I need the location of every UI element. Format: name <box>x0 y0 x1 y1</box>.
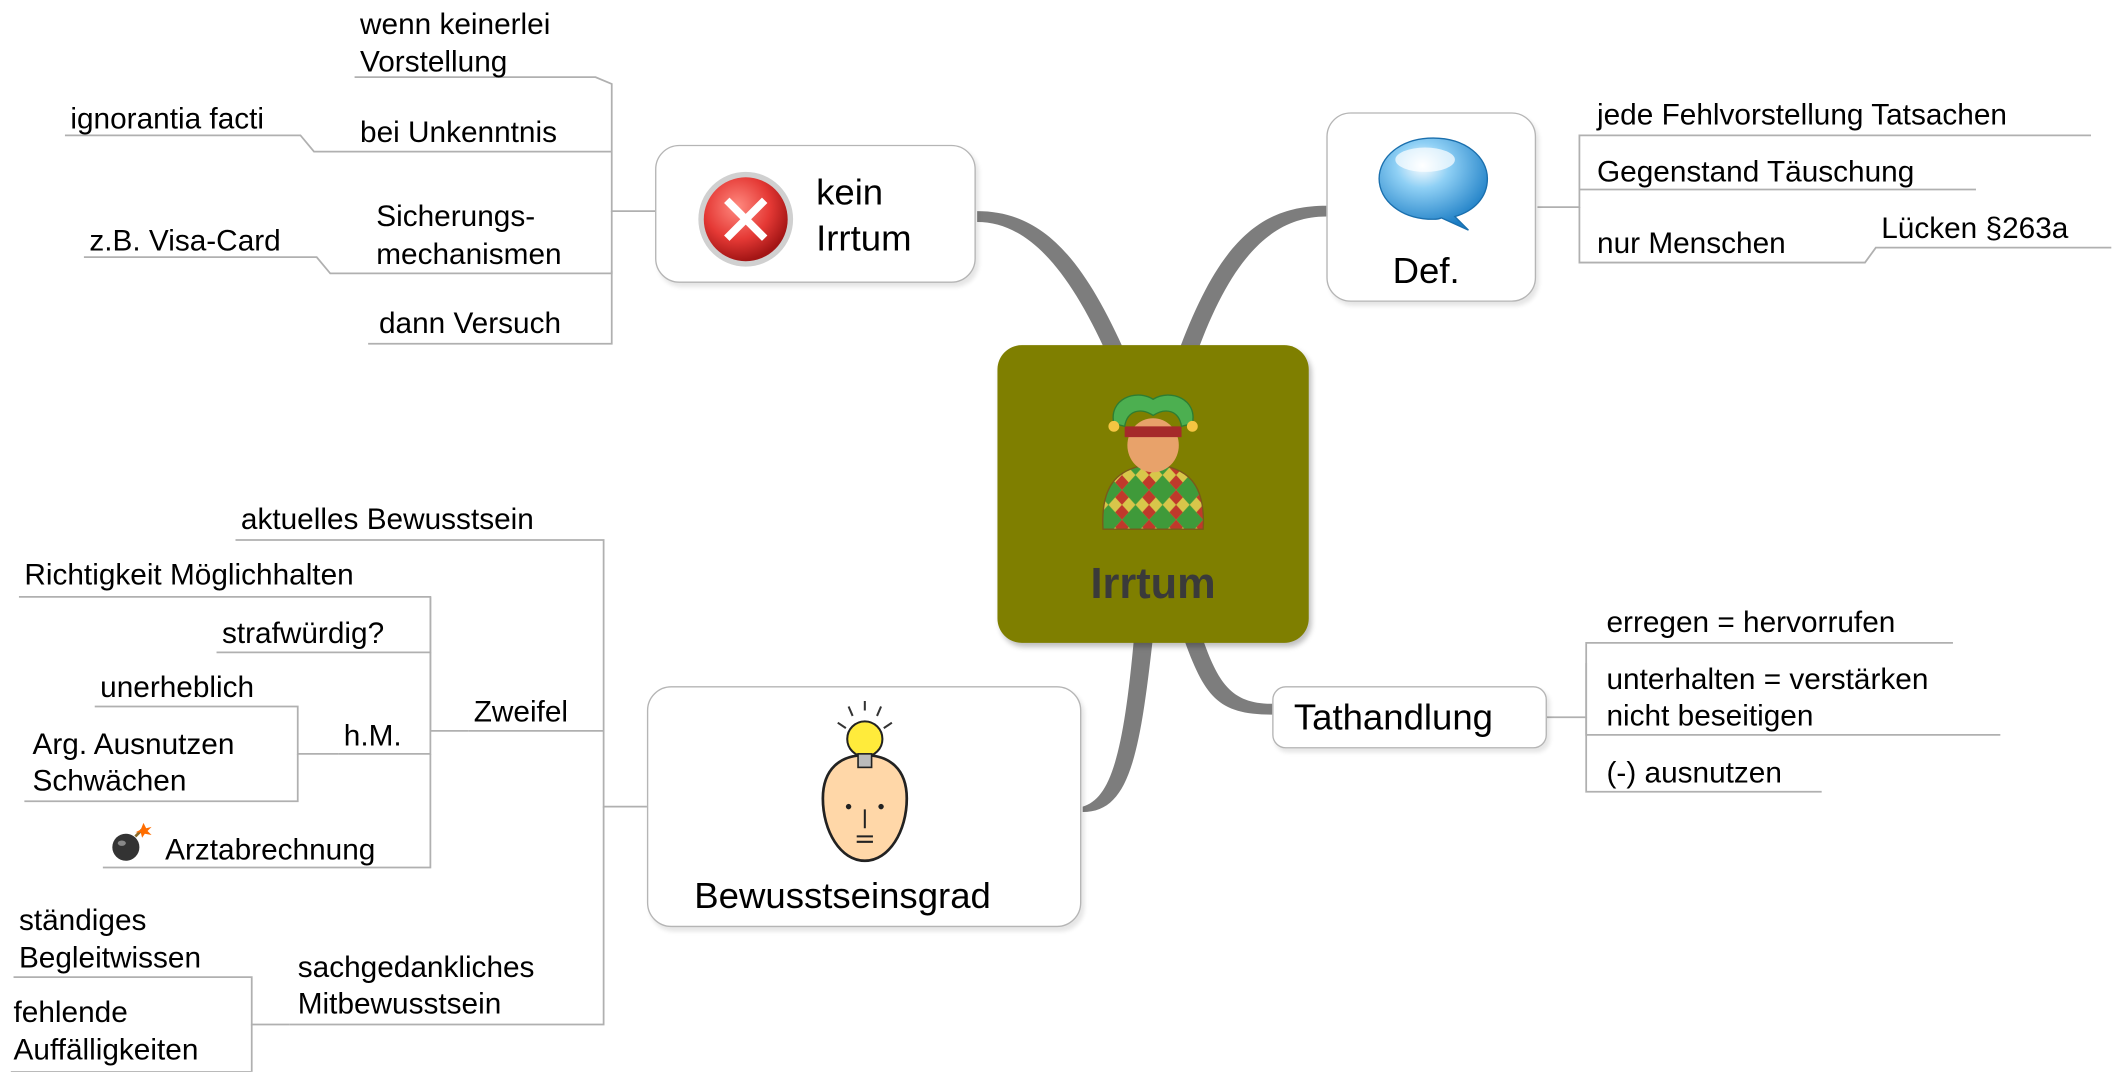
error-x-icon <box>698 171 794 267</box>
line-ausnutzen <box>1585 717 1822 793</box>
kein-grandchild-visa[interactable]: z.B. Visa-Card <box>89 223 281 258</box>
branch-to-def <box>1177 205 1327 355</box>
line-dann-versuch <box>368 270 613 345</box>
tat-child-unterhalten-2[interactable]: nicht beseitigen <box>1606 698 1814 733</box>
line-bei-unkenntnis <box>64 134 612 153</box>
line-nur-menschen <box>1578 207 2112 264</box>
central-topic-label: Irrtum <box>1090 558 1216 608</box>
zweifel-child-arzt[interactable]: Arztabrechnung <box>165 832 376 867</box>
def-node[interactable]: Def. <box>1326 112 1537 302</box>
hm-child-arg-2[interactable]: Schwächen <box>32 763 187 798</box>
def-child-nur-menschen[interactable]: nur Menschen <box>1597 226 1786 260</box>
line-wenn-keinerlei <box>354 76 656 213</box>
line-sicherung <box>83 211 613 275</box>
sach-child-staendig-1[interactable]: ständiges <box>18 902 147 937</box>
kein-child-sicherung-2[interactable]: mechanismen <box>376 236 562 271</box>
line-staendig <box>13 976 290 1026</box>
bewusstseinsgrad-node[interactable]: Bewusstseinsgrad <box>646 686 1082 928</box>
def-grandchild-luecken[interactable]: Lücken §263a <box>1881 211 2069 245</box>
bew-child-sachgedanklich-2[interactable]: Mitbewusstsein <box>297 986 502 1021</box>
zweifel-child-strafwuerdig[interactable]: strafwürdig? <box>221 615 385 650</box>
branch-to-tathandlung <box>1182 636 1273 715</box>
zweifel-child-hm[interactable]: h.M. <box>343 718 402 753</box>
tat-child-erregen[interactable]: erregen = hervorrufen <box>1606 604 1896 639</box>
main-branches <box>977 205 1327 813</box>
kein-grandchild-ignorantia[interactable]: ignorantia facti <box>70 101 265 136</box>
tat-child-ausnutzen[interactable]: (-) ausnutzen <box>1606 755 1782 790</box>
tathandlung-node[interactable]: Tathandlung <box>1272 686 1547 749</box>
kein-irrtum-label-1: kein <box>816 171 884 213</box>
kein-child-wenn-1[interactable]: wenn keinerlei <box>360 6 551 41</box>
kein-child-bei-unkenntnis[interactable]: bei Unkenntnis <box>360 115 557 149</box>
idea-head-icon <box>821 701 909 863</box>
sach-child-staendig-2[interactable]: Begleitwissen <box>18 940 202 975</box>
tat-child-unterhalten-1[interactable]: unterhalten = verstärken <box>1606 661 1929 696</box>
jester-icon <box>1102 394 1205 530</box>
line-arzt <box>102 753 432 869</box>
kein-child-sicherung-1[interactable]: Sicherungs- <box>376 198 536 233</box>
bew-child-aktuelles[interactable]: aktuelles Bewusstsein <box>240 502 534 536</box>
sach-child-fehlende-2[interactable]: Auffälligkeiten <box>13 1032 199 1067</box>
branch-to-bewusstseinsgrad <box>1082 636 1154 813</box>
line-unerheblich <box>94 705 339 755</box>
line-jede <box>1537 134 2092 208</box>
kein-irrtum-node[interactable]: kein Irrtum <box>655 144 976 283</box>
kein-child-dann-versuch[interactable]: dann Versuch <box>378 305 562 340</box>
line-aktuelles <box>235 539 647 808</box>
def-node-label: Def. <box>1392 250 1460 291</box>
kein-irrtum-label-2: Irrtum <box>816 217 912 259</box>
line-arg <box>24 753 299 803</box>
bomb-icon <box>112 822 152 861</box>
hm-child-unerheblich[interactable]: unerheblich <box>100 669 255 704</box>
line-sachgedanklich <box>289 806 605 1026</box>
hm-child-arg-1[interactable]: Arg. Ausnutzen <box>32 726 235 761</box>
def-child-gegenstand[interactable]: Gegenstand Täuschung <box>1597 154 1915 189</box>
def-child-jede[interactable]: jede Fehlvorstellung Tatsachen <box>1597 97 2007 132</box>
kein-child-wenn-2[interactable]: Vorstellung <box>360 44 508 79</box>
bewusstseinsgrad-label: Bewusstseinsgrad <box>694 875 991 917</box>
central-topic[interactable]: Irrtum <box>997 345 1309 643</box>
speech-bubble-icon <box>1378 137 1489 231</box>
branch-to-kein-irrtum <box>977 211 1127 355</box>
sach-child-fehlende-1[interactable]: fehlende <box>13 994 128 1029</box>
zweifel-child-richtigkeit[interactable]: Richtigkeit Möglichhalten <box>24 557 354 592</box>
bew-child-zweifel[interactable]: Zweifel <box>473 694 569 729</box>
bew-child-sachgedanklich-1[interactable]: sachgedankliches <box>297 950 535 984</box>
tathandlung-label: Tathandlung <box>1293 697 1493 738</box>
